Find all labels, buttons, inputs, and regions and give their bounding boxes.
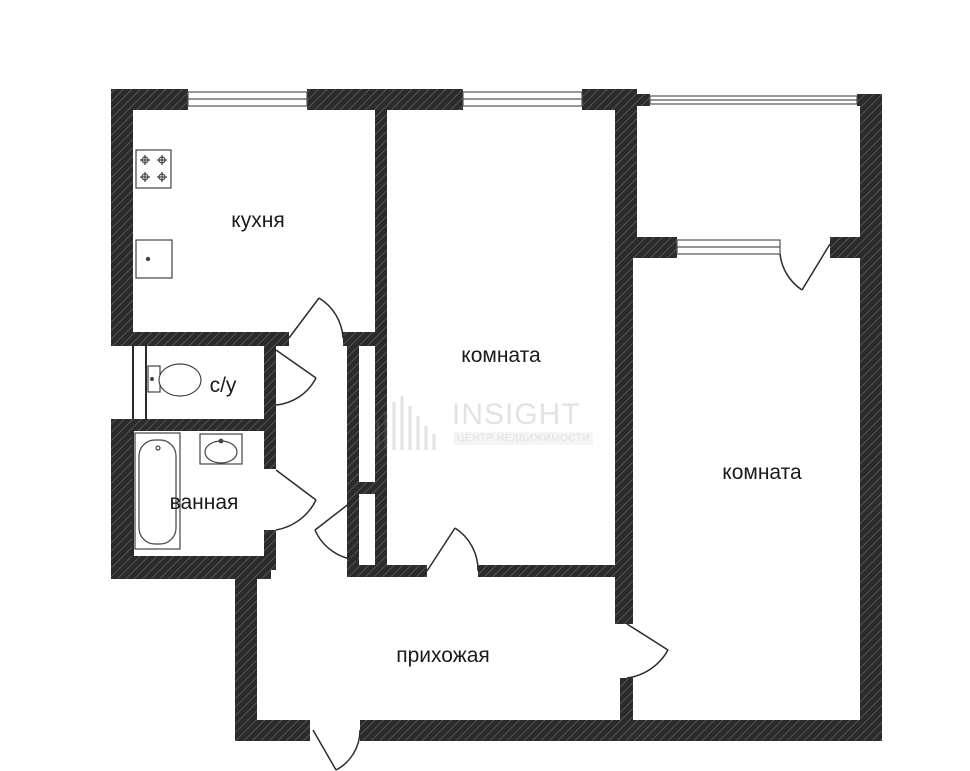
wall-top-mid-left <box>307 89 463 110</box>
wall-kitchen-bottom-b <box>343 332 387 346</box>
wall-bath-right <box>264 429 276 469</box>
partitions <box>132 344 147 556</box>
room-label-hall: прихожая <box>396 644 490 667</box>
door-balcony <box>779 243 831 291</box>
wall-hall-top-b <box>478 565 633 577</box>
wall-bottom-a <box>235 720 310 741</box>
door-wc <box>275 349 317 406</box>
room-label-kitchen: кухня <box>231 209 285 232</box>
wall-balcony-left <box>615 94 637 244</box>
wall-left-upper <box>111 89 133 344</box>
toilet-icon <box>147 363 202 397</box>
door-bath <box>275 469 317 531</box>
wall-hall-top-a <box>347 565 427 577</box>
wall-kitchen-bottom <box>111 332 289 346</box>
wall-left-lower <box>111 419 133 579</box>
room-label-wc: с/у <box>209 374 237 397</box>
wall-room1-room2 <box>615 244 633 624</box>
kitchen-sink-icon <box>135 239 173 279</box>
wall-bath-right-b <box>264 530 276 570</box>
door-niche <box>314 495 360 561</box>
wall-niche-top <box>347 482 387 494</box>
room-label-room1: комната <box>461 344 541 367</box>
doors <box>275 243 831 771</box>
wall-room2-lower <box>620 678 633 741</box>
wall-balcony-bottom-b <box>830 237 882 258</box>
washbasin-icon <box>199 433 243 465</box>
room-label-room2: комната <box>722 461 802 484</box>
door-room1 <box>426 527 479 572</box>
wall-corridor-right-b <box>375 344 387 574</box>
walls <box>111 89 882 741</box>
wall-corridor-right <box>347 344 359 574</box>
door-kitchen <box>288 297 344 339</box>
door-room2 <box>626 623 669 679</box>
windows <box>187 91 858 255</box>
wall-right <box>860 94 882 741</box>
bathtub-icon <box>134 432 181 550</box>
stove-icon <box>135 149 172 189</box>
wall-bottom-left-step <box>235 556 257 741</box>
door-entrance <box>312 729 361 771</box>
wall-wc-bottom <box>133 419 276 431</box>
wall-kitchen-room1 <box>375 108 387 344</box>
wall-wc-right <box>264 344 276 424</box>
room-label-bath: ванная <box>169 491 239 514</box>
wall-bottom-left <box>111 556 271 579</box>
